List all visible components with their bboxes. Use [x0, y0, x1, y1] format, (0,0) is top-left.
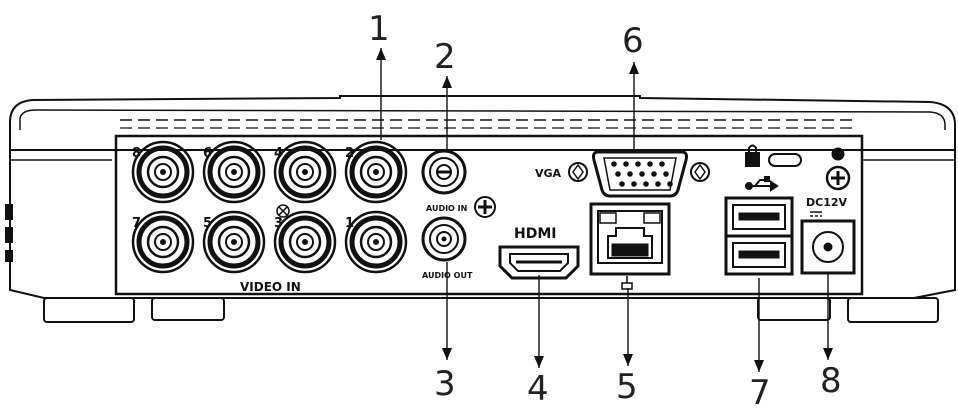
usb-icon	[745, 176, 779, 192]
callout-5: 5	[616, 367, 638, 407]
vga-pin-8	[639, 171, 645, 177]
audio-out-jack	[421, 216, 467, 262]
vga-pin-13	[643, 181, 649, 187]
vga-pin-14	[655, 181, 661, 187]
dc-power-jack	[800, 219, 856, 275]
vga-pin-10	[663, 171, 669, 177]
vga-pin-1	[611, 161, 617, 167]
callout-lines	[376, 48, 833, 372]
bnc-label-7: 7	[132, 216, 141, 231]
lock-icon	[745, 144, 760, 167]
bnc-label-5: 5	[203, 216, 212, 231]
callout-line-7	[754, 278, 764, 372]
callout-line-8	[823, 272, 833, 360]
vga-pins	[611, 161, 673, 187]
vga-port	[568, 150, 710, 198]
bnc-label-1: 1	[345, 216, 354, 231]
ground-plus-icon	[474, 196, 496, 218]
bnc-label-6: 6	[203, 146, 212, 161]
bnc-label-3: 3	[274, 216, 283, 231]
vga-pin-12	[631, 181, 637, 187]
vga-pin-6	[615, 171, 621, 177]
vga-pin-9	[651, 171, 657, 177]
dc-label: DC12V	[806, 196, 848, 209]
rear-panel	[114, 119, 864, 296]
chassis	[5, 95, 956, 323]
bnc-connector-4	[273, 140, 337, 204]
callout-3: 3	[434, 364, 456, 404]
bnc-connector-6	[202, 140, 266, 204]
vga-pin-7	[627, 171, 633, 177]
bnc-label-4: 4	[274, 146, 283, 161]
callout-line-3	[442, 262, 452, 360]
ground-screw-icon	[276, 204, 290, 218]
vga-label: VGA	[535, 167, 562, 180]
bnc-connector-5	[202, 210, 266, 274]
bnc-label-2: 2	[345, 146, 354, 161]
vga-pin-11	[619, 181, 625, 187]
lan-network-icon	[621, 276, 633, 290]
audio-in-jack	[421, 149, 467, 195]
bnc-connector-8	[131, 140, 195, 204]
callout-7: 7	[749, 373, 771, 407]
usb-port-bottom	[724, 234, 794, 276]
callout-line-5	[623, 288, 633, 366]
usb-port-top	[724, 196, 794, 238]
callout-numbers: 1 2 3 4 5 6 7 8	[368, 9, 842, 411]
vga-pin-2	[623, 161, 629, 167]
callout-2: 2	[434, 37, 456, 77]
callout-line-1	[376, 48, 386, 140]
bnc-number-labels: 8 6 4 2 7 5 3 1	[132, 146, 354, 231]
callout-1: 1	[368, 9, 390, 49]
vga-pin-15	[667, 181, 673, 187]
callout-line-4	[534, 275, 544, 368]
bnc-label-8: 8	[132, 146, 141, 161]
callout-line-2	[442, 76, 452, 150]
dc-polarity-icon	[810, 211, 822, 217]
bnc-connector-1	[344, 210, 408, 274]
bnc-connector-2	[344, 140, 408, 204]
hdmi-label: HDMI	[514, 226, 556, 242]
vga-pin-5	[659, 161, 665, 167]
video-in-label: VIDEO IN	[240, 280, 301, 294]
callout-8: 8	[820, 361, 842, 401]
audio-in-label: AUDIO IN	[426, 204, 467, 213]
vga-pin-4	[647, 161, 653, 167]
bnc-connector-7	[131, 210, 195, 274]
hdmi-port	[498, 245, 580, 280]
vga-pin-3	[635, 161, 641, 167]
callout-4: 4	[527, 369, 549, 407]
kensington-slot	[768, 153, 802, 167]
ground-screw-power-icon	[825, 147, 851, 191]
lan-port	[589, 202, 671, 276]
bnc-connector-3	[273, 210, 337, 274]
callout-6: 6	[622, 21, 644, 61]
callout-line-6	[629, 62, 639, 150]
video-in-bnc-group	[131, 140, 408, 274]
